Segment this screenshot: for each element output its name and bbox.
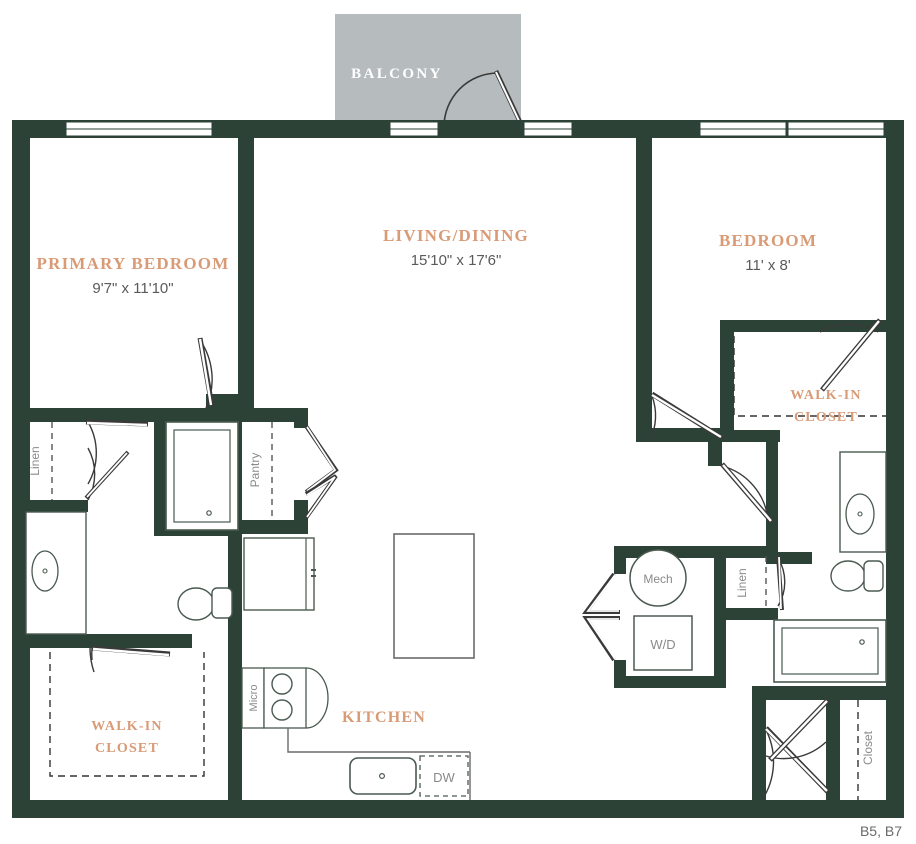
wall-left-bath-top: [12, 408, 242, 422]
wall-pantry-right-bottom: [294, 500, 308, 520]
walkin-closet-left-shelving: [49, 652, 205, 777]
door-right-bath: [720, 462, 774, 524]
washer-dryer-unit: [633, 615, 693, 671]
bathtub-left: [165, 421, 239, 531]
wall-pantry-bottom: [242, 520, 308, 534]
wall-bottom-right: [752, 800, 904, 818]
wall-linen-right-bottom: [726, 608, 778, 620]
pantry-label: Pantry: [248, 453, 262, 488]
wall-mech-bottom: [614, 676, 726, 688]
wall-mech-left-top: [614, 546, 626, 574]
balcony-area: BALCONY: [335, 14, 524, 127]
wall-bedroom-bottom: [636, 428, 722, 442]
living-dining-name: LIVING/DINING: [383, 226, 529, 245]
wall-wic-right-top: [720, 320, 886, 332]
door-laundry-double: [582, 572, 620, 662]
walkin-closet-right-name-line2: CLOSET: [794, 410, 858, 425]
wall-tub-left: [154, 422, 166, 532]
window-living-right: [523, 121, 573, 137]
walkin-closet-left-name-line1: WALK-IN: [91, 719, 162, 734]
door-primary-bath: [85, 419, 149, 485]
micro-label: Micro: [248, 685, 260, 712]
door-pantry-bifold: [304, 424, 339, 520]
walkin-closet-right-name-line1: WALK-IN: [790, 388, 861, 403]
doors-group: [84, 318, 882, 801]
bedroom-name: BEDROOM: [719, 231, 817, 250]
wall-mech-left-bottom: [614, 660, 626, 688]
dishwasher-label: DW: [433, 770, 455, 785]
wall-right-bath-left: [766, 440, 778, 564]
door-entry-closet: [765, 698, 830, 762]
vanity-left: [25, 511, 87, 635]
mechanical-unit: [629, 549, 687, 607]
mechanical-label: Mech: [643, 572, 672, 586]
balcony-door-leaf-fill: [495, 71, 521, 124]
primary-bedroom-dimensions: 9'7" x 11'10": [92, 280, 173, 297]
dishwasher: [419, 755, 469, 797]
wall-bedroom-left: [636, 138, 652, 440]
balcony-slab: [335, 14, 521, 126]
wall-hall-nib: [708, 440, 722, 466]
door-linen-left: [84, 447, 130, 501]
balcony-door-arc: [443, 72, 498, 127]
wall-entry-left: [752, 686, 766, 818]
wall-wic-right-bottom: [720, 430, 780, 442]
wall-pantry-right-top: [294, 408, 308, 428]
door-primary-bedroom: [197, 337, 215, 409]
washer-dryer-label: W/D: [650, 637, 675, 652]
fixtures-group: [25, 336, 887, 800]
toilet-left: [177, 587, 233, 621]
window-bedroom-right: [787, 121, 885, 137]
door-entry: [761, 726, 830, 801]
wall-left-closet-left: [12, 648, 26, 800]
living-dining-dimensions: 15'10" x 17'6": [411, 252, 502, 269]
range-microwave: [241, 667, 329, 729]
window-bedroom-left: [699, 121, 787, 137]
balcony-label: BALCONY: [351, 66, 443, 82]
vanity-right: [839, 451, 887, 553]
walkin-closet-left-name-line2: CLOSET: [95, 741, 159, 756]
wall-entry-closet-left: [826, 686, 840, 800]
wall-right-exterior: [886, 120, 904, 818]
refrigerator: [243, 537, 316, 611]
toilet-right: [830, 560, 884, 592]
wall-wic-right-left: [720, 320, 734, 442]
door-walkin-closet-left: [89, 645, 171, 673]
bedroom-dimensions: 11' x 8': [745, 257, 791, 274]
kitchen-island: [393, 533, 475, 659]
wall-structure: [12, 120, 904, 818]
kitchen-counter-lines: [287, 728, 471, 800]
kitchen-sink: [349, 757, 417, 795]
fixture-labels-group: Linen Pantry Micro DW Mech W/D Linen Clo…: [28, 446, 875, 785]
wall-linen-right-top: [726, 546, 778, 558]
wall-bottom-left: [12, 800, 752, 818]
linen-left-label: Linen: [28, 446, 42, 475]
window-living-left: [389, 121, 439, 137]
entry-closet-label: Closet: [861, 730, 875, 765]
wall-mech-right: [714, 546, 726, 688]
kitchen-name: KITCHEN: [342, 709, 426, 726]
wall-left-bath-nib: [86, 634, 192, 648]
wall-linen-left-bottom: [12, 500, 88, 512]
door-linen-right: [776, 555, 786, 611]
primary-bedroom-name: PRIMARY BEDROOM: [37, 254, 230, 273]
wall-top: [12, 120, 904, 138]
wall-pantry-top: [242, 408, 308, 422]
bathtub-right: [773, 619, 887, 683]
plan-code-label: B5, B7: [860, 823, 902, 839]
window-primary-bedroom: [65, 121, 213, 137]
wall-left-bath-left: [12, 408, 26, 648]
linen-right-label: Linen: [735, 568, 749, 597]
wall-primary-bedroom-right: [238, 138, 254, 408]
windows-group: [65, 121, 885, 137]
walkin-closet-right-shelving: [733, 336, 886, 417]
room-labels-group: PRIMARY BEDROOM 9'7" x 11'10" LIVING/DIN…: [37, 226, 861, 756]
door-walkin-closet-right: [819, 318, 882, 392]
door-bedroom: [649, 391, 724, 441]
